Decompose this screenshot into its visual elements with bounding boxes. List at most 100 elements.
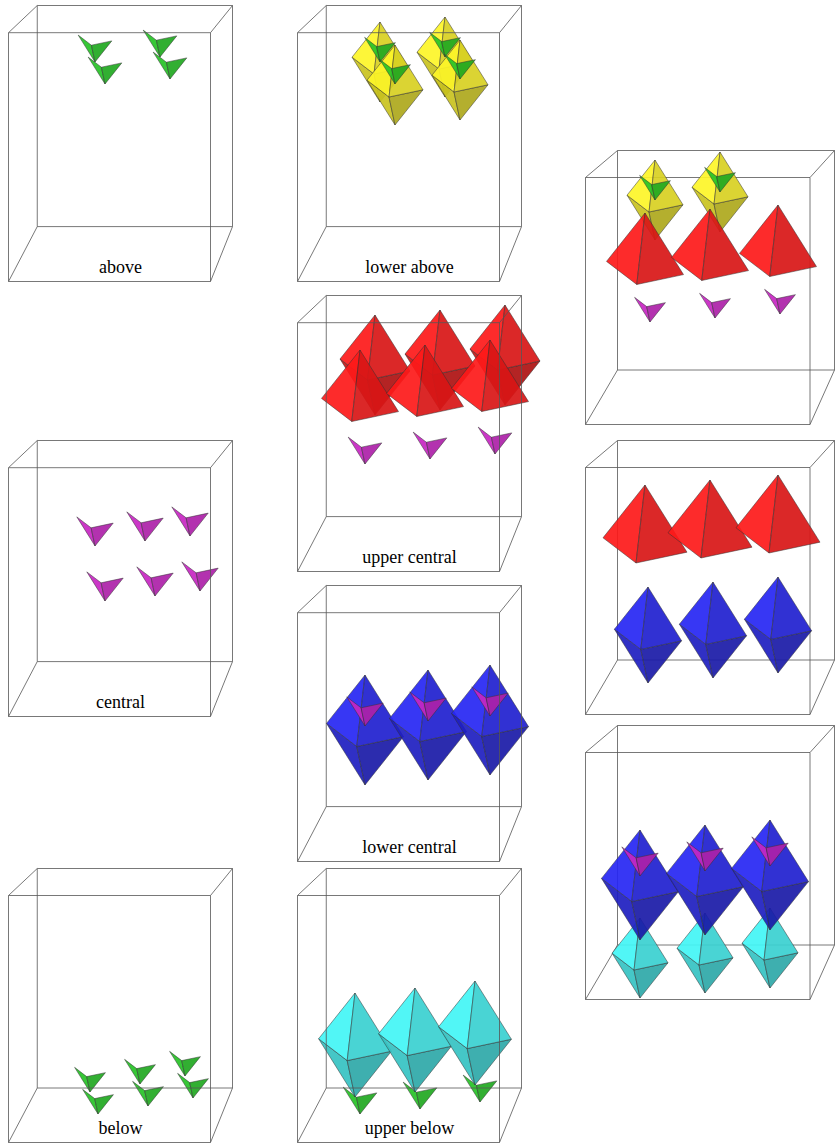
box-edge [618, 441, 835, 661]
polyhedron-face [416, 1088, 436, 1109]
polyhedron-face [697, 825, 744, 897]
polyhedron-face [426, 438, 446, 459]
polyhedron-face [769, 475, 820, 553]
box-edge [810, 441, 835, 468]
polyhedron-face [702, 209, 749, 281]
box-edge [326, 586, 521, 807]
polyhedron-face [91, 523, 113, 546]
box-edge [9, 896, 211, 1143]
polyhedron-face [417, 345, 464, 417]
box-edge [500, 869, 522, 896]
polyhedron-face [777, 295, 796, 314]
box-outline [8, 5, 233, 282]
polyhedron-face [491, 433, 511, 454]
box-edge [326, 296, 521, 517]
polyhedron-face [706, 582, 747, 644]
polyhedron-face [368, 315, 411, 380]
bounding-box [586, 151, 835, 425]
polyhedron-face [717, 173, 736, 192]
box-edge [211, 227, 233, 282]
box-edge [298, 6, 327, 33]
box-edge [9, 441, 38, 468]
box-edge [211, 869, 233, 896]
box-panel: upper central [297, 295, 522, 572]
polyhedron-face [186, 513, 208, 536]
box-edge [298, 896, 500, 1143]
polyhedron-face [712, 299, 731, 318]
polyhedron-face [377, 43, 396, 62]
bounding-box [586, 441, 835, 715]
box-panel: upper below [297, 868, 522, 1143]
box-edge [9, 227, 38, 282]
polyhedron-face [101, 578, 123, 601]
polyhedron-face [352, 350, 399, 422]
box-edge [9, 1088, 38, 1143]
polyhedron-face [771, 577, 812, 639]
polyhedron-face [137, 1065, 156, 1084]
box-edge [298, 1088, 327, 1143]
panel-label: above [95, 257, 146, 282]
box-outline [297, 868, 522, 1143]
polyhedron-face [641, 587, 682, 649]
box-edge [298, 517, 327, 572]
box-outline [297, 5, 522, 282]
box-edge [586, 660, 618, 715]
box-edge [9, 468, 211, 717]
polyhedron-face [637, 213, 684, 285]
panel-label: lower central [358, 837, 460, 862]
box-edge [326, 6, 521, 227]
box-edge [9, 33, 211, 282]
box-edge [618, 726, 835, 946]
box-edge [586, 178, 811, 425]
panel-label: upper below [361, 1118, 458, 1143]
panel-label: below [95, 1118, 147, 1143]
box-edge [586, 726, 618, 753]
polyhedron-face [649, 160, 683, 212]
polyhedron-face [182, 1057, 201, 1076]
box-edge [9, 662, 38, 717]
box-edge [298, 807, 327, 862]
box-outline [297, 585, 522, 862]
polyhedron-face [101, 63, 121, 84]
polyhedron-face [145, 1087, 164, 1106]
polyhedron-face [424, 698, 446, 721]
polyhedron-face [652, 181, 671, 200]
polyhedron-face [476, 1081, 496, 1102]
box-edge [9, 869, 38, 896]
panel-label: central [92, 692, 149, 717]
box-edge [298, 869, 327, 896]
polyhedron-face [457, 60, 476, 79]
polyhedron-face [647, 303, 666, 322]
polyhedron-face [141, 518, 163, 541]
box-edge [326, 869, 521, 1089]
polyhedron-face [701, 848, 723, 871]
panel-label: upper central [358, 547, 460, 572]
polyhedron-face [442, 38, 461, 57]
box-edge [586, 753, 811, 1000]
box-edge [298, 296, 327, 323]
box-edge [500, 517, 522, 572]
box-edge [810, 370, 835, 425]
polyhedron-face [486, 693, 508, 716]
polyhedron-face [770, 205, 817, 277]
box-edge [500, 6, 522, 33]
box-edge [586, 441, 618, 468]
box-panel: above [8, 5, 233, 282]
panel-label: lower above [361, 257, 457, 282]
polyhedron-face [356, 1093, 376, 1114]
polyhedron-face [636, 853, 658, 876]
box-panel: lower central [297, 585, 522, 862]
polyhedron-face [156, 36, 176, 57]
box-edge [9, 6, 38, 33]
box-panel: central [8, 440, 233, 717]
box-edge [211, 6, 233, 33]
polyhedron-face [361, 443, 381, 464]
polyhedron-face [762, 820, 809, 892]
box-edge [37, 6, 232, 227]
polyhedra [75, 17, 820, 1114]
box-edge [211, 1088, 233, 1143]
polyhedron-face [91, 41, 111, 62]
box-edge [298, 586, 327, 613]
polyhedron-face [166, 58, 186, 79]
